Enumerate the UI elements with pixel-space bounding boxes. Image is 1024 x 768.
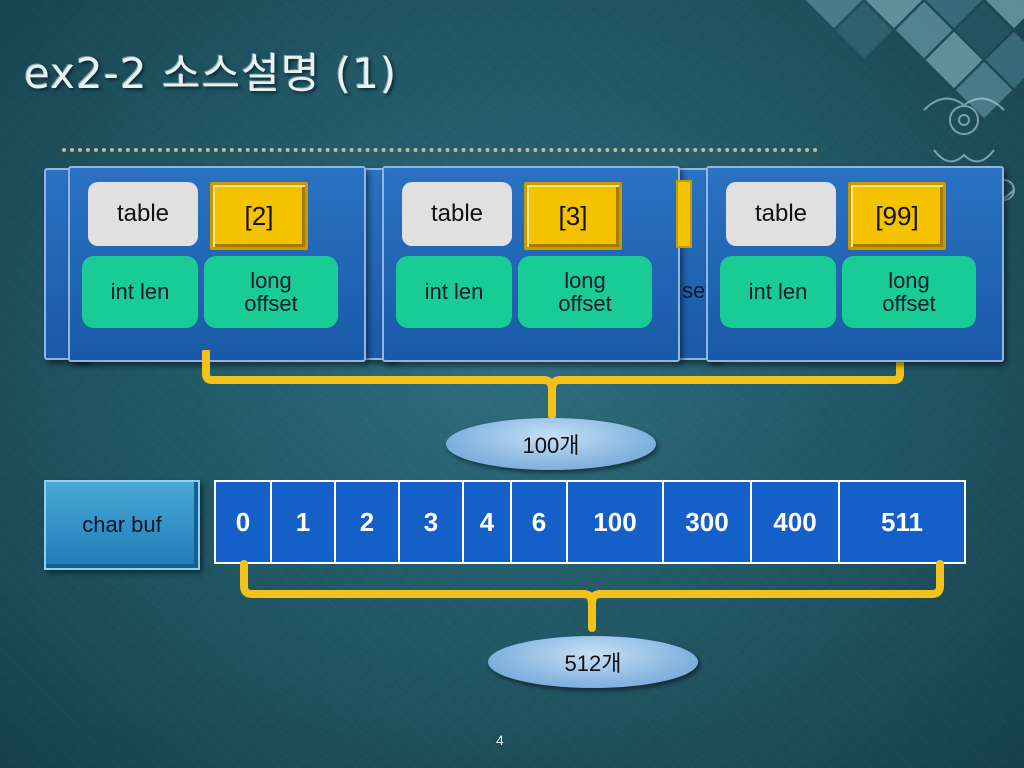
buffer-cell: 3 [400, 482, 464, 562]
buffer-cell: 1 [272, 482, 336, 562]
page-number: 4 [496, 732, 504, 748]
int-len-field: int len [720, 256, 836, 328]
record-panel: table [99] int len long offset [706, 166, 1004, 362]
long-offset-field: long offset [842, 256, 976, 328]
buffer-cell: 2 [336, 482, 400, 562]
index-label: [99] [848, 182, 946, 250]
long-offset-field: long offset [518, 256, 652, 328]
buffer-count-badge: 512개 [488, 636, 698, 688]
buffer-cell: 0 [216, 482, 272, 562]
record-panel: table [3] int len long offset [382, 166, 680, 362]
table-label: table [402, 182, 512, 246]
int-len-field: int len [396, 256, 512, 328]
buffer-cell: 400 [752, 482, 840, 562]
slide-title: ex2-2 소스설명 (1) [24, 49, 398, 98]
int-len-field: int len [82, 256, 198, 328]
long-offset-field: long offset [204, 256, 338, 328]
buffer-cell: 300 [664, 482, 752, 562]
char-buffer-array: 0 1 2 3 4 6 100 300 400 511 [214, 480, 966, 564]
table-label: table [88, 182, 198, 246]
buffer-brace [240, 560, 944, 632]
buffer-cell: 6 [512, 482, 568, 562]
buffer-cell: 100 [568, 482, 664, 562]
char-buf-label: char buf [44, 480, 200, 570]
buffer-cell: 511 [881, 506, 923, 537]
table-label: table [726, 182, 836, 246]
title-underline [62, 148, 818, 152]
buffer-cell: 4 [464, 482, 512, 562]
hidden-index-fragment [676, 180, 692, 248]
record-panel: table [2] int len long offset [68, 166, 366, 362]
index-label: [2] [210, 182, 308, 250]
index-label: [3] [524, 182, 622, 250]
records-count-badge: 100개 [446, 418, 656, 470]
